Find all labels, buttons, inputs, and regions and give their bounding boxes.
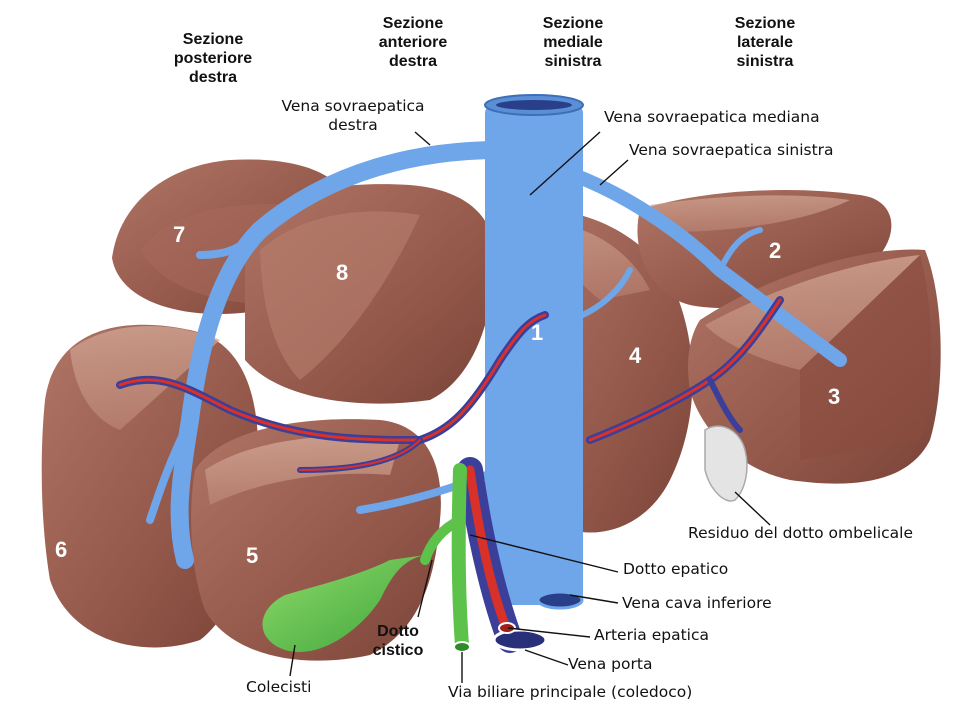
- label-portal-vein: Vena porta: [568, 655, 652, 673]
- label-ivc: Vena cava inferiore: [622, 594, 772, 612]
- segment-number: 3: [828, 384, 840, 410]
- label-gallbladder: Colecisti: [246, 678, 311, 696]
- section-header-lateral-left: Sezione laterale sinistra: [710, 14, 820, 71]
- label-hepatic-duct: Dotto epatico: [623, 560, 728, 578]
- segment-number: 1: [531, 320, 543, 346]
- section-header-posterior-right: Sezione posteriore destra: [158, 30, 268, 87]
- segment-number: 6: [55, 537, 67, 563]
- label-hepatic-artery: Arteria epatica: [594, 626, 709, 644]
- label-umbilical-remnant: Residuo del dotto ombelicale: [688, 524, 913, 542]
- segment-number: 4: [629, 343, 641, 369]
- label-cystic-duct: Dotto cistico: [358, 622, 438, 660]
- label-common-bile-duct: Via biliare principale (coledoco): [448, 683, 692, 701]
- segment-number: 5: [246, 543, 258, 569]
- segment-number: 8: [336, 260, 348, 286]
- section-header-anterior-right: Sezione anteriore destra: [358, 14, 468, 71]
- label-middle-hepatic-vein: Vena sovraepatica mediana: [604, 108, 820, 126]
- section-header-medial-left: Sezione mediale sinistra: [518, 14, 628, 71]
- segment-number: 2: [769, 238, 781, 264]
- segment-number: 7: [173, 222, 185, 248]
- label-right-hepatic-vein: Vena sovraepatica destra: [268, 97, 438, 135]
- label-left-hepatic-vein: Vena sovraepatica sinistra: [629, 141, 834, 159]
